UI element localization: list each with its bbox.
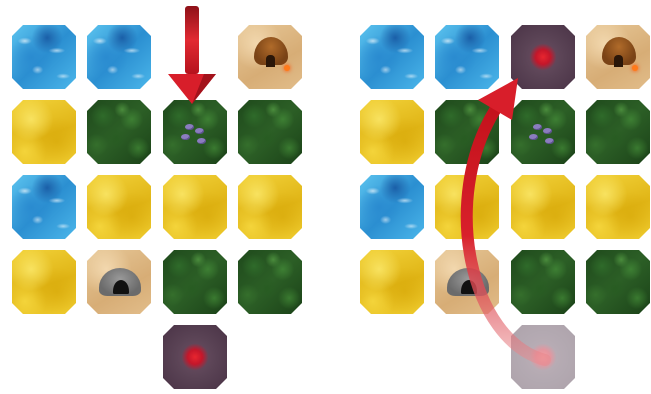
tile-desert[interactable] bbox=[508, 172, 578, 242]
tile-desert[interactable] bbox=[357, 97, 427, 167]
tile-water[interactable] bbox=[84, 22, 154, 92]
tile-cave[interactable] bbox=[84, 247, 154, 317]
tile-forest[interactable] bbox=[432, 97, 502, 167]
tile-water[interactable] bbox=[357, 22, 427, 92]
hut-door bbox=[266, 55, 275, 67]
campfire-icon bbox=[284, 65, 290, 71]
origin-tile-ghost bbox=[508, 322, 578, 392]
tile-hut[interactable] bbox=[583, 22, 651, 92]
down-arrow-icon bbox=[168, 6, 216, 104]
tile-forest-stones[interactable] bbox=[160, 97, 230, 167]
tile-hut[interactable] bbox=[235, 22, 305, 92]
tile-desert[interactable] bbox=[9, 247, 79, 317]
tile-water[interactable] bbox=[357, 172, 427, 242]
tile-forest-stones[interactable] bbox=[508, 97, 578, 167]
tile-desert[interactable] bbox=[432, 172, 502, 242]
tile-forest[interactable] bbox=[583, 97, 651, 167]
tile-forest[interactable] bbox=[235, 247, 305, 317]
tile-forest[interactable] bbox=[160, 247, 230, 317]
tile-cave[interactable] bbox=[432, 247, 502, 317]
tile-volcano[interactable] bbox=[508, 22, 578, 92]
hut-door bbox=[614, 55, 623, 67]
tile-desert[interactable] bbox=[160, 172, 230, 242]
tile-desert[interactable] bbox=[583, 172, 651, 242]
tile-water[interactable] bbox=[432, 22, 502, 92]
tile-forest[interactable] bbox=[508, 247, 578, 317]
tile-water[interactable] bbox=[9, 22, 79, 92]
tile-desert[interactable] bbox=[235, 172, 305, 242]
incoming-volcano-tile[interactable] bbox=[160, 322, 230, 392]
tile-water[interactable] bbox=[9, 172, 79, 242]
tile-desert[interactable] bbox=[9, 97, 79, 167]
tile-forest[interactable] bbox=[84, 97, 154, 167]
tile-forest[interactable] bbox=[235, 97, 305, 167]
campfire-icon bbox=[632, 65, 638, 71]
tile-desert[interactable] bbox=[84, 172, 154, 242]
tile-forest[interactable] bbox=[583, 247, 651, 317]
tile-desert[interactable] bbox=[357, 247, 427, 317]
